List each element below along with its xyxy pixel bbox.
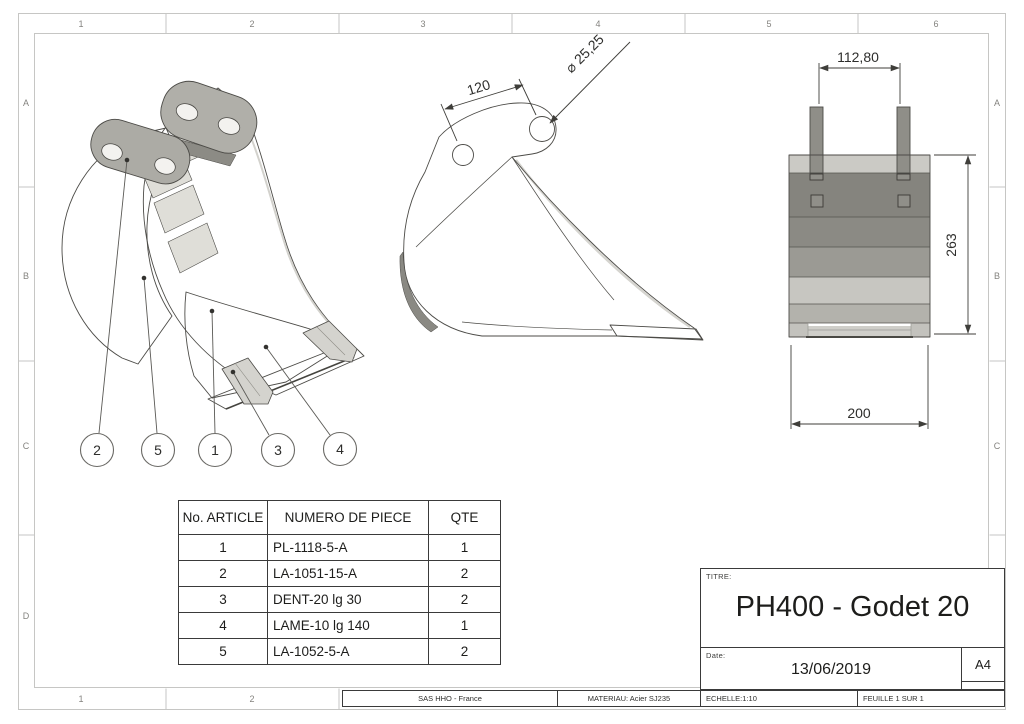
dim-width-bottom <box>790 345 929 429</box>
cell-piece: LA-1051-15-A <box>267 560 429 587</box>
cell-piece: DENT-20 lg 30 <box>267 586 429 613</box>
dim-hole-spacing <box>440 78 537 142</box>
table-row: 1 PL-1118-5-A 1 <box>178 534 501 561</box>
cell-piece: LAME-10 lg 140 <box>267 612 429 639</box>
title-block-date-cell: Date: 13/06/2019 <box>701 648 961 690</box>
scale-cell: ECHELLE:1:10 <box>701 691 858 706</box>
title-block: TITRE: PH400 - Godet 20 Date: 13/06/2019… <box>700 568 1005 690</box>
zone-left-c: C <box>23 441 30 451</box>
zone-left-a: A <box>23 98 29 108</box>
table-row: 3 DENT-20 lg 30 2 <box>178 586 501 613</box>
cell-no: 1 <box>178 534 268 561</box>
titre-label: TITRE: <box>706 572 732 581</box>
cell-no: 3 <box>178 586 268 613</box>
cell-qte: 2 <box>428 638 501 665</box>
balloon-4: 4 <box>336 441 344 457</box>
side-inner-lines <box>415 156 615 331</box>
cell-no: 4 <box>178 612 268 639</box>
dim-width-top-value: 112,80 <box>837 49 879 65</box>
date-label: Date: <box>706 651 726 660</box>
rear-lug <box>160 80 258 154</box>
balloon-3: 3 <box>274 442 282 458</box>
balloons <box>79 431 358 468</box>
rear-lug-hole-right <box>217 117 241 135</box>
side-hole-left <box>452 144 474 166</box>
balloon-5: 5 <box>154 442 162 458</box>
cell-piece: PL-1118-5-A <box>267 534 429 561</box>
header-qty: QTE <box>428 500 501 535</box>
front-band-lines <box>789 172 930 337</box>
zone-right-a: A <box>994 98 1000 108</box>
dim-width-bottom-value: 200 <box>847 405 871 421</box>
drawing-date: 13/06/2019 <box>790 661 872 678</box>
table-row: 2 LA-1051-15-A 2 <box>178 560 501 587</box>
isometric-view: 2 5 1 3 4 <box>61 80 365 468</box>
dim-hole-spacing-value: 120 <box>465 76 492 98</box>
front-lug-hole-right <box>154 157 176 175</box>
dim-width-top <box>818 63 901 104</box>
dim-hole-diameter-leader <box>549 41 631 124</box>
bucket-side-plate <box>61 127 176 365</box>
dim-height <box>934 154 976 335</box>
drawing-title: PH400 - Godet 20 <box>735 591 970 623</box>
header-article: No. ARTICLE <box>178 500 268 535</box>
zone-bottom-1: 1 <box>78 694 83 704</box>
front-lugs <box>809 106 911 174</box>
cell-qte: 2 <box>428 586 501 613</box>
dim-hole-diameter-value: ⌀ 25,25 <box>562 31 607 76</box>
rear-lug-hole-left <box>175 103 199 121</box>
zone-top-6: 6 <box>933 19 938 29</box>
zone-right-c: C <box>994 441 1001 451</box>
zone-bottom-2: 2 <box>249 694 254 704</box>
leader-dots <box>124 157 269 375</box>
title-block-format-cell: A4 <box>961 648 1004 690</box>
zone-left-d: D <box>23 611 30 621</box>
parts-table-header-row: No. ARTICLE NUMERO DE PIECE QTE <box>178 500 501 535</box>
front-view: 112,80 263 200 <box>788 49 976 429</box>
balloon-leaders <box>98 159 331 436</box>
dim-height-value: 263 <box>943 233 959 257</box>
bucket-teeth <box>221 320 358 405</box>
table-row: 4 LAME-10 lg 140 1 <box>178 612 501 639</box>
front-holes <box>809 173 911 208</box>
paper-size: A4 <box>962 648 1004 682</box>
front-bands <box>789 155 930 337</box>
parts-table: No. ARTICLE NUMERO DE PIECE QTE 1 PL-111… <box>178 500 501 665</box>
zone-right-b: B <box>994 271 1000 281</box>
side-blade <box>609 324 704 341</box>
material-cell: MATERIAU: Acier SJ235 <box>558 691 701 706</box>
front-lug-hole-left <box>101 143 123 161</box>
balloon-2: 2 <box>93 442 101 458</box>
front-lug <box>90 118 191 185</box>
front-body-outline <box>788 154 931 338</box>
zone-top-1: 1 <box>78 19 83 29</box>
info-strip: SAS HHO - France MATERIAU: Acier SJ235 E… <box>342 690 1005 707</box>
zone-labels: 1 2 3 4 5 6 1 2 A B C D A B C <box>23 19 1001 704</box>
side-view: 120 ⌀ 25,25 <box>399 31 704 341</box>
cell-piece: LA-1052-5-A <box>267 638 429 665</box>
table-row: 5 LA-1052-5-A 2 <box>178 638 501 665</box>
zone-top-4: 4 <box>595 19 600 29</box>
zone-top-2: 2 <box>249 19 254 29</box>
cell-qte: 1 <box>428 534 501 561</box>
cell-qte: 1 <box>428 612 501 639</box>
balloon-1: 1 <box>211 442 219 458</box>
header-piece: NUMERO DE PIECE <box>267 500 429 535</box>
side-heel <box>399 251 439 333</box>
sheet-frame <box>18 13 1006 710</box>
company-cell: SAS HHO - France <box>343 691 558 706</box>
cell-no: 2 <box>178 560 268 587</box>
cell-no: 5 <box>178 638 268 665</box>
zone-top-3: 3 <box>420 19 425 29</box>
sheet-number-cell: FEUILLE 1 SUR 1 <box>863 694 924 703</box>
zone-left-b: B <box>23 271 29 281</box>
side-hole-right <box>529 116 555 142</box>
cell-qte: 2 <box>428 560 501 587</box>
zone-top-5: 5 <box>766 19 771 29</box>
title-block-titre-cell: TITRE: PH400 - Godet 20 <box>701 569 1004 648</box>
